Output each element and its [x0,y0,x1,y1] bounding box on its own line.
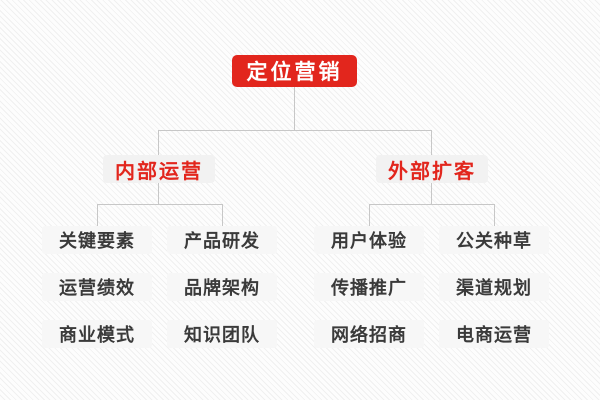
leaf-node: 公关种草 [439,226,549,254]
leaf-node: 传播推广 [314,273,424,301]
leaf-node: 关键要素 [42,226,152,254]
connector-left-col2-drop [222,204,223,226]
leaf-node: 网络招商 [314,320,424,348]
connector-left-branch-stem [158,183,159,204]
branch-node-internal-operations: 内部运营 [103,155,215,183]
leaf-node: 商业模式 [42,320,152,348]
leaf-node: 产品研发 [167,226,277,254]
leaf-node: 用户体验 [314,226,424,254]
connector-main-horizontal [158,130,432,131]
leaf-node: 运营绩效 [42,273,152,301]
connector-left-branch-drop [158,130,159,155]
root-node: 定位营销 [232,55,357,87]
connector-right-branch-stem [431,183,432,204]
connector-right-col2-drop [494,204,495,226]
connector-right-horizontal [369,204,495,205]
leaf-node: 品牌架构 [167,273,277,301]
leaf-node: 知识团队 [167,320,277,348]
connector-left-col1-drop [97,204,98,226]
branch-node-external-expansion: 外部扩客 [376,155,488,183]
connector-right-col1-drop [369,204,370,226]
leaf-node: 电商运营 [439,320,549,348]
connector-root-stem [294,87,295,130]
connector-right-branch-drop [431,130,432,155]
leaf-node: 渠道规划 [439,273,549,301]
connector-left-horizontal [97,204,223,205]
